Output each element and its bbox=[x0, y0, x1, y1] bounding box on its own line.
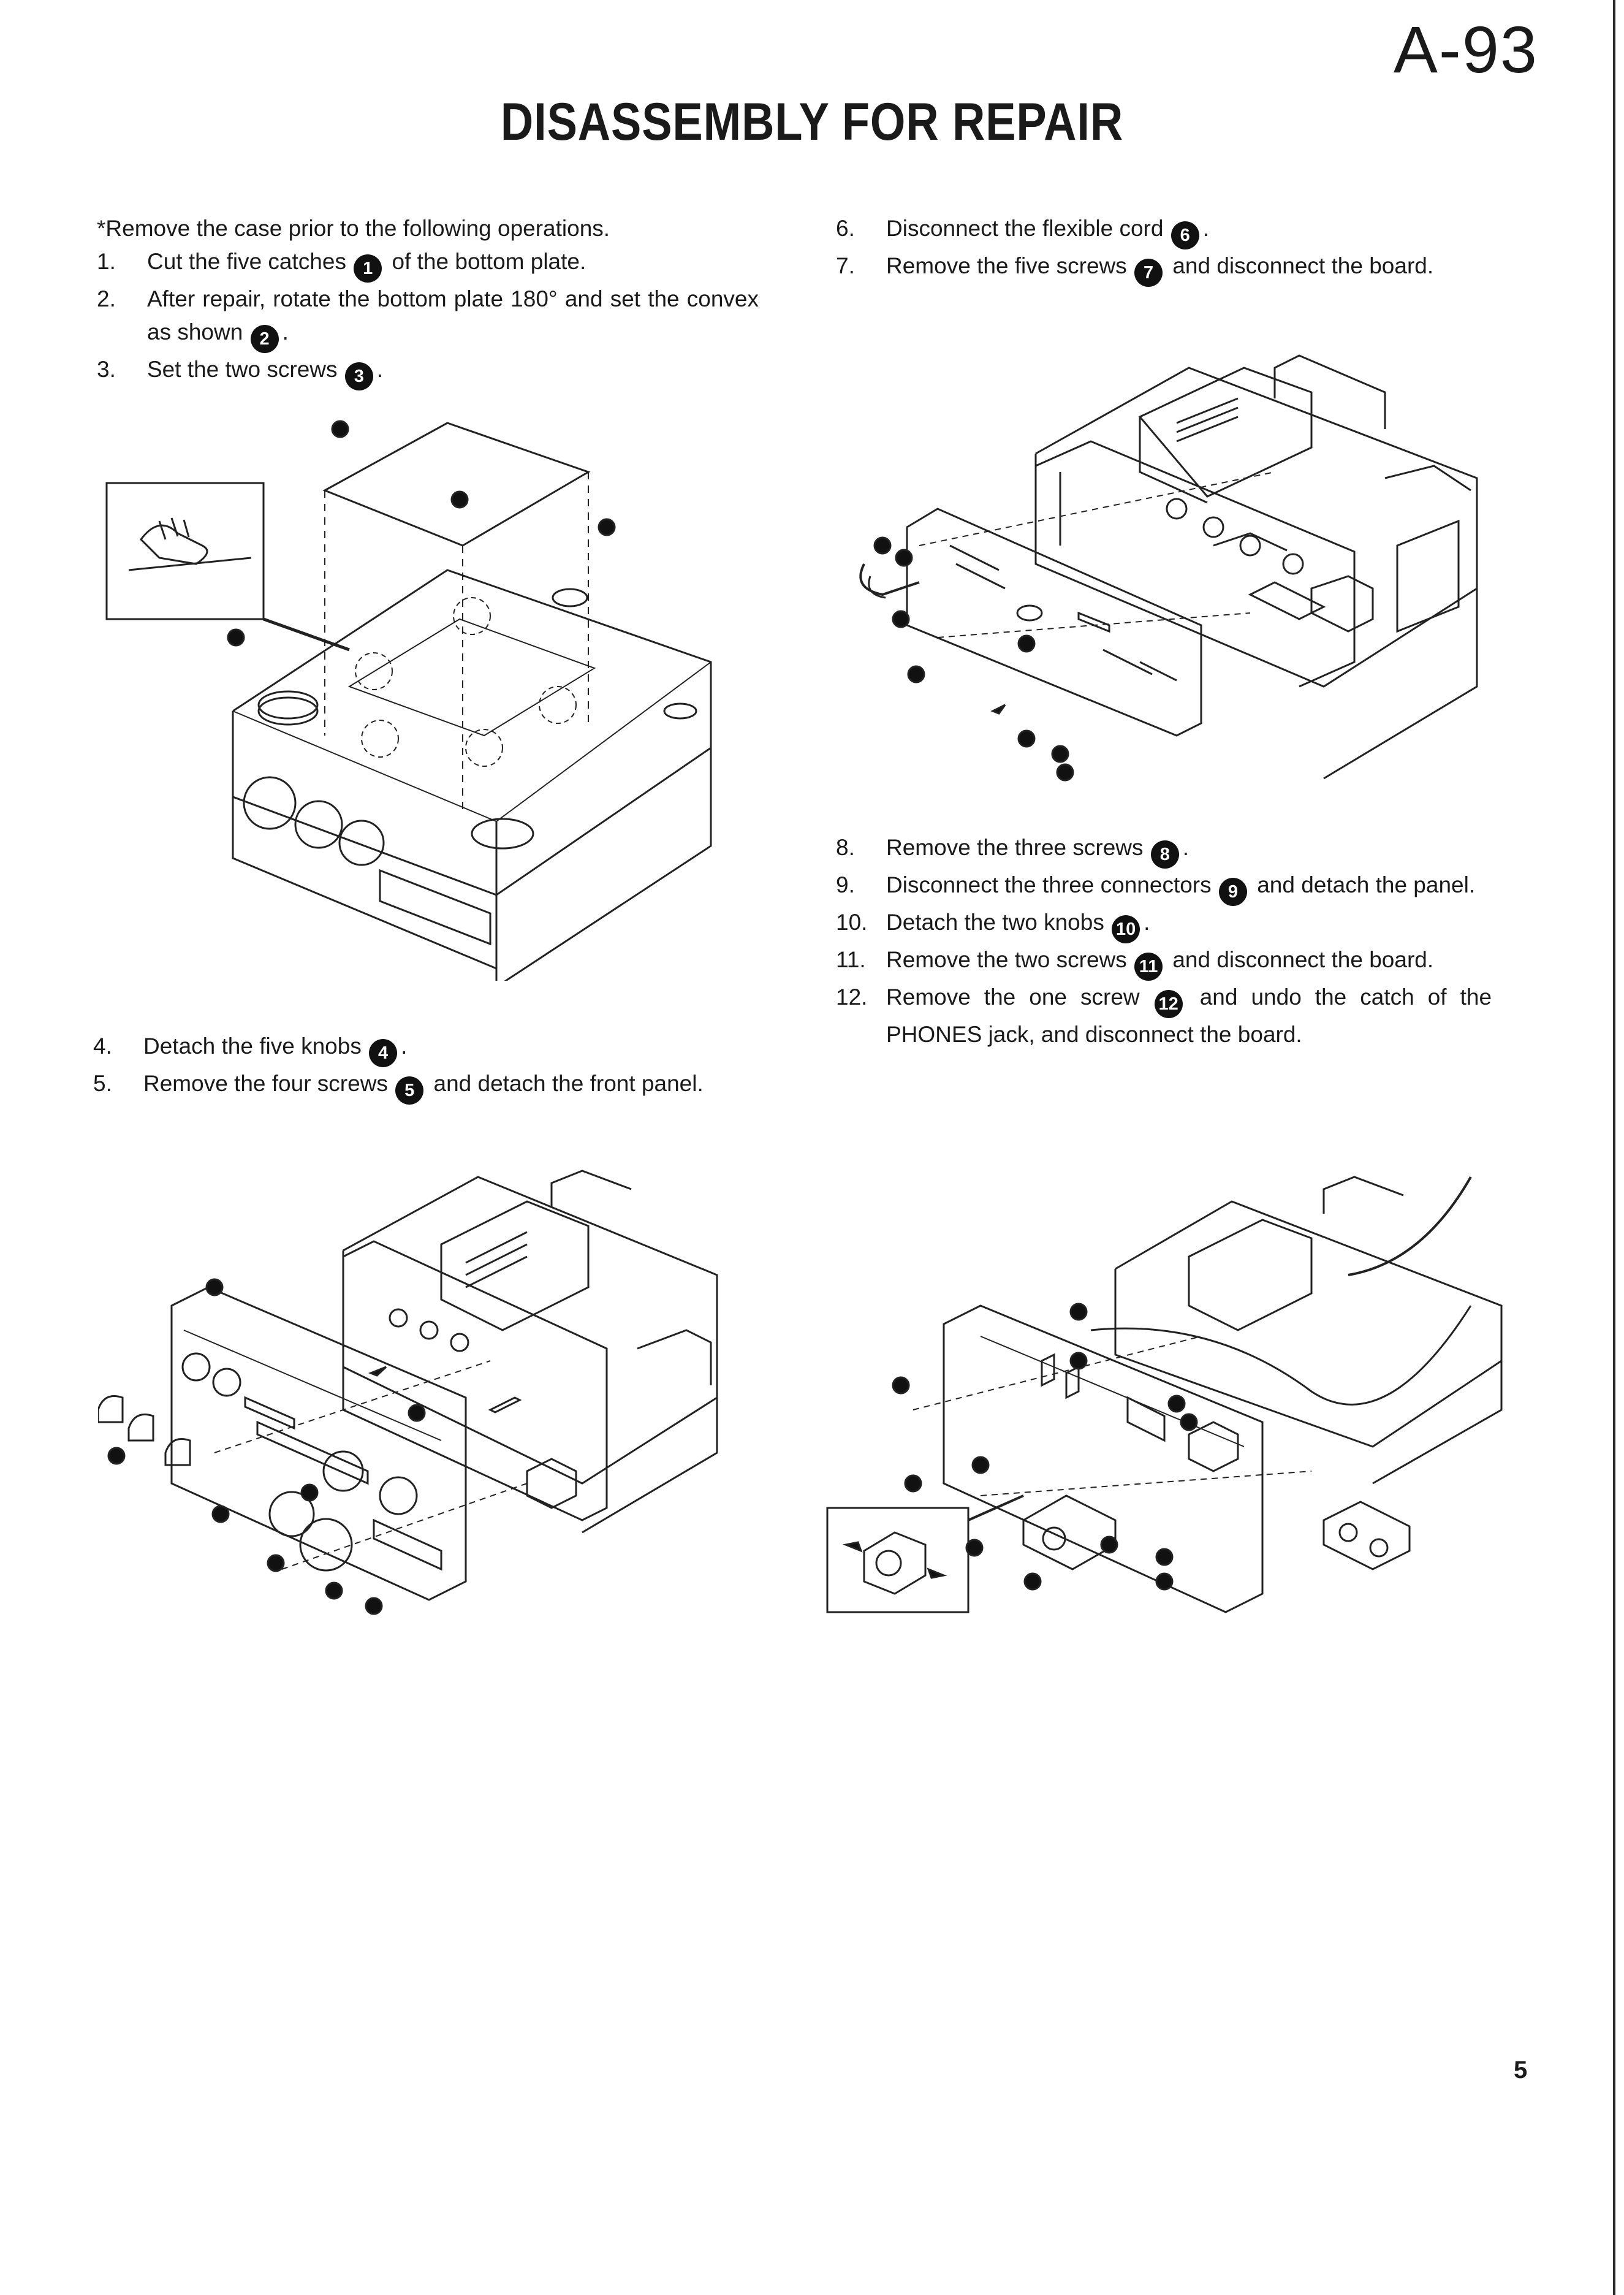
step-text: and detach the front panel. bbox=[433, 1071, 704, 1096]
callout-badge: 2 bbox=[250, 325, 279, 353]
step-12: 12. Remove the one screw 12 and undo the… bbox=[836, 981, 1492, 1051]
step-text: Remove the four screws bbox=[143, 1071, 388, 1096]
callout-badge: 6 bbox=[1171, 221, 1199, 249]
callout-badge: 4 bbox=[369, 1039, 398, 1067]
step-text: After repair, rotate the bottom plate 18… bbox=[147, 286, 759, 344]
step-5: 5. Remove the four screws 5 and detach t… bbox=[93, 1067, 755, 1105]
step-text: and disconnect the board. bbox=[1172, 253, 1434, 278]
figure-flexible-cord bbox=[846, 343, 1483, 797]
step-number: 9. bbox=[836, 872, 855, 897]
figure-front-panel bbox=[98, 1165, 735, 1631]
step-number: 11. bbox=[836, 947, 866, 972]
figure-phones-jack bbox=[821, 1152, 1508, 1631]
page-title: DISASSEMBLY FOR REPAIR bbox=[500, 93, 1124, 151]
step-text: . bbox=[1202, 216, 1210, 241]
step-number: 4. bbox=[93, 1033, 112, 1059]
step-number: 3. bbox=[97, 357, 116, 382]
step-text: . bbox=[376, 357, 384, 382]
step-number: 5. bbox=[93, 1071, 112, 1096]
step-text: Disconnect the flexible cord bbox=[886, 216, 1164, 241]
step-text: . bbox=[1182, 835, 1190, 860]
step-text: Remove the two screws bbox=[886, 947, 1127, 972]
step-1: 1. Cut the five catches 1 of the bottom … bbox=[97, 245, 759, 283]
step-text: Detach the two knobs bbox=[886, 910, 1104, 935]
right-steps-bottom: 8. Remove the three screws 8. 9. Disconn… bbox=[836, 831, 1492, 1051]
step-10: 10. Detach the two knobs 10. bbox=[836, 906, 1492, 943]
callout-badge: 3 bbox=[344, 362, 373, 390]
step-9: 9. Disconnect the three connectors 9 and… bbox=[836, 869, 1492, 906]
callout-badge: 12 bbox=[1154, 990, 1183, 1018]
step-text: of the bottom plate. bbox=[392, 249, 586, 274]
callout-badge: 8 bbox=[1150, 840, 1179, 869]
step-number: 8. bbox=[836, 835, 855, 860]
step-text: Set the two screws bbox=[147, 357, 338, 382]
step-number: 1. bbox=[97, 249, 116, 274]
step-8: 8. Remove the three screws 8. bbox=[836, 831, 1492, 869]
step-11: 11. Remove the two screws 11 and disconn… bbox=[836, 943, 1492, 981]
step-4: 4. Detach the five knobs 4. bbox=[93, 1030, 755, 1067]
step-text: . bbox=[1144, 910, 1150, 935]
callout-badge: 5 bbox=[395, 1076, 424, 1105]
callout-badge: 10 bbox=[1112, 915, 1140, 943]
callout-badge: 7 bbox=[1134, 259, 1163, 287]
callout-badge: 11 bbox=[1134, 953, 1163, 981]
step-7: 7. Remove the five screws 7 and disconne… bbox=[836, 249, 1492, 287]
step-number: 10. bbox=[836, 910, 868, 935]
step-text: Disconnect the three connectors bbox=[886, 872, 1212, 897]
phones-jack-diagram bbox=[826, 1176, 1503, 1613]
figure-bottom-plate bbox=[104, 405, 754, 981]
step-text: and undo the catch of the PHONES jack, a… bbox=[886, 984, 1492, 1047]
step-text: . bbox=[282, 319, 289, 344]
step-text: Remove the five screws bbox=[886, 253, 1127, 278]
callout-badge: 9 bbox=[1218, 878, 1247, 906]
step-number: 2. bbox=[97, 286, 116, 311]
step-text: Remove the three screws bbox=[886, 835, 1144, 860]
step-3: 3. Set the two screws 3. bbox=[97, 353, 759, 390]
front-panel-diagram bbox=[98, 1170, 718, 1615]
step-number: 7. bbox=[836, 253, 855, 278]
step-text: Cut the five catches bbox=[147, 249, 346, 274]
step-2: 2. After repair, rotate the bottom plate… bbox=[97, 283, 759, 353]
page-number: 5 bbox=[1514, 2057, 1528, 2084]
step-text: Remove the one screw bbox=[886, 984, 1140, 1010]
step-text: . bbox=[401, 1033, 408, 1059]
right-steps-top: 6. Disconnect the flexible cord 6. 7. Re… bbox=[836, 212, 1492, 287]
step-text: Detach the five knobs bbox=[143, 1033, 362, 1059]
callout-badge: 1 bbox=[354, 254, 382, 283]
bottom-plate-diagram bbox=[105, 420, 712, 981]
page-edge-line bbox=[1613, 0, 1615, 2295]
step-number: 12. bbox=[836, 984, 868, 1010]
step-6: 6. Disconnect the flexible cord 6. bbox=[836, 212, 1492, 249]
step-number: 6. bbox=[836, 216, 855, 241]
intro-note: *Remove the case prior to the following … bbox=[97, 216, 610, 241]
step-text: and disconnect the board. bbox=[1172, 947, 1434, 972]
left-steps-top: *Remove the case prior to the following … bbox=[97, 212, 759, 390]
model-number: A-93 bbox=[1393, 12, 1538, 86]
step-text: and detach the panel. bbox=[1257, 872, 1476, 897]
left-steps-bottom: 4. Detach the five knobs 4. 5. Remove th… bbox=[93, 1030, 755, 1105]
flexible-cord-diagram bbox=[859, 354, 1478, 782]
